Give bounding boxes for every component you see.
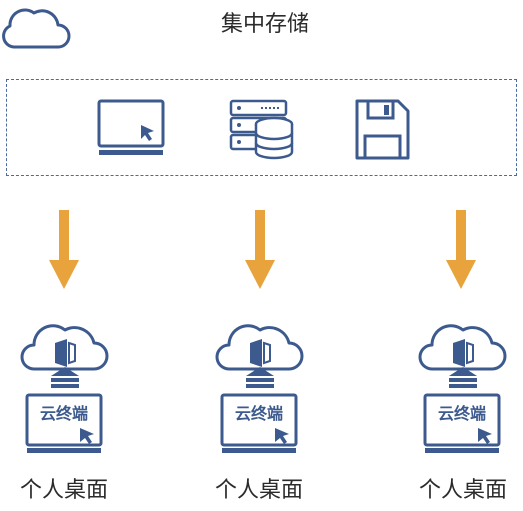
upload-arrow-icon (246, 367, 274, 388)
terminal-label: 云终端 (235, 404, 283, 423)
down-arrow-icon (49, 210, 79, 289)
database-server-icon (229, 99, 294, 160)
desktop-caption: 个人桌面 (19, 478, 108, 503)
terminal-label: 云终端 (438, 404, 486, 423)
cloud-terminal: 云终端 (416, 318, 512, 460)
cloud-app-icon (20, 324, 109, 371)
upload-arrow-icon (449, 367, 477, 388)
desktop-caption: 个人桌面 (214, 478, 303, 503)
page-title: 集中存储 (220, 12, 309, 37)
terminal-monitor-icon: 云终端 (423, 393, 501, 453)
storage-group (6, 79, 517, 176)
down-arrow-icon (245, 210, 275, 289)
save-disk-icon (355, 99, 410, 160)
terminal-monitor-icon: 云终端 (25, 393, 103, 453)
cloud-terminal: 云终端 (18, 318, 114, 460)
cloud-app-icon (418, 324, 507, 371)
terminal-label: 云终端 (40, 404, 88, 423)
terminal-monitor-icon: 云终端 (220, 393, 298, 453)
down-arrow-icon (446, 210, 476, 289)
cloud-app-icon (215, 324, 304, 371)
desktop-caption: 个人桌面 (418, 478, 507, 503)
cloud-icon (2, 8, 71, 49)
upload-arrow-icon (51, 367, 79, 388)
cloud-terminal: 云终端 (213, 318, 309, 460)
monitor-icon (97, 99, 165, 155)
